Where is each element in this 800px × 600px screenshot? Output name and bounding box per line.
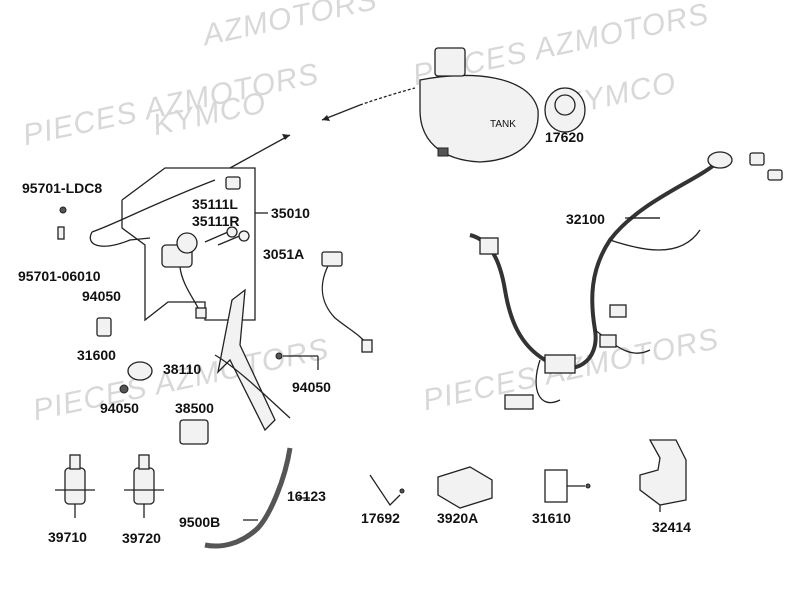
bolt <box>275 352 283 360</box>
part-label-94050: 94050 <box>100 400 139 416</box>
part-label-35111r: 35111R <box>192 213 240 229</box>
part-label-39710: 39710 <box>48 529 87 545</box>
part-label-95701-ldc8: 95701-LDC8 <box>22 180 103 196</box>
part-label-94050: 94050 <box>82 288 121 304</box>
relay <box>96 317 112 337</box>
fuel-gauge-sender <box>544 87 586 133</box>
part-label-3051a: 3051A <box>263 246 305 262</box>
intake-duct <box>639 439 687 506</box>
cdi-unit <box>437 466 493 509</box>
part-label-3920a: 3920A <box>437 510 479 526</box>
part-label-35010: 35010 <box>271 205 310 221</box>
horn <box>127 361 153 381</box>
key <box>204 231 243 246</box>
part-label-32414: 32414 <box>652 519 691 535</box>
part-label-95701-06010: 95701-06010 <box>18 268 101 284</box>
part-label-9500b: 9500B <box>179 514 221 530</box>
tank-label: TANK <box>490 119 516 130</box>
part-label-32100: 32100 <box>566 211 605 227</box>
part-label-35111l: 35111L <box>192 196 238 212</box>
sensor <box>321 251 343 267</box>
part-label-38110: 38110 <box>163 361 202 377</box>
direction-arrow <box>229 134 291 169</box>
part-label-17620: 17620 <box>545 129 584 145</box>
screw <box>57 226 65 240</box>
part-label-39720: 39720 <box>122 530 161 546</box>
fuel-pump-39720 <box>124 454 164 518</box>
fuel-tank <box>419 74 539 163</box>
part-label-17692: 17692 <box>361 510 400 526</box>
regulator <box>179 419 209 445</box>
bracket <box>544 469 568 503</box>
cable <box>91 179 216 233</box>
clip <box>369 474 401 507</box>
wiring-harness <box>469 158 722 371</box>
part-label-16123: 16123 <box>287 488 326 504</box>
fuel-hose <box>204 447 293 549</box>
fuel-pump-39710 <box>55 454 95 518</box>
sensor-cable <box>321 261 369 346</box>
key-cylinder <box>225 176 241 190</box>
part-label-94050: 94050 <box>292 379 331 395</box>
frame-bracket <box>216 288 276 432</box>
part-label-31610: 31610 <box>532 510 571 526</box>
part-label-31600: 31600 <box>77 347 116 363</box>
bolt <box>59 206 67 214</box>
part-label-38500: 38500 <box>175 400 214 416</box>
